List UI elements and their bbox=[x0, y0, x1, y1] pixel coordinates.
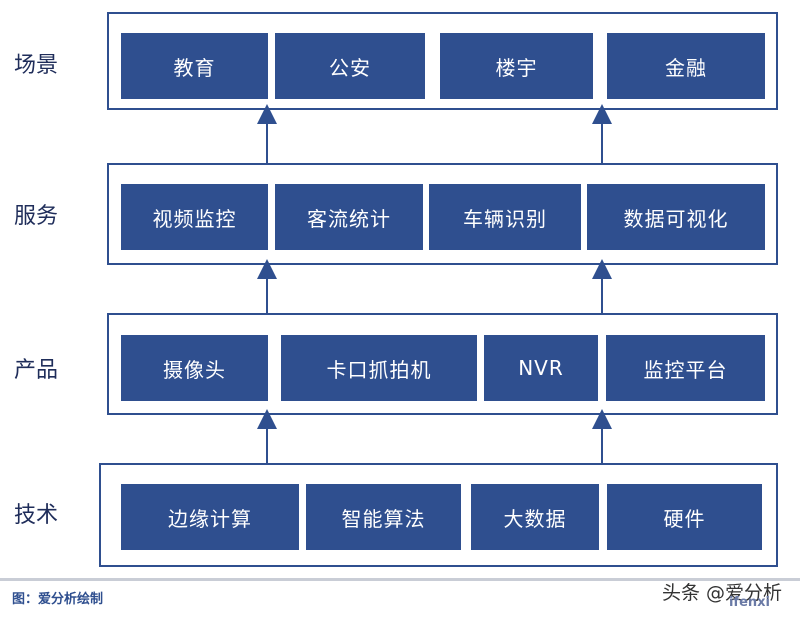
box-scene-2: 公安 bbox=[275, 33, 425, 99]
box-tech-4: 硬件 bbox=[607, 484, 762, 550]
box-product-2: 卡口抓拍机 bbox=[281, 335, 477, 401]
watermark-sub: ifenxi bbox=[728, 595, 770, 610]
box-service-1: 视频监控 bbox=[121, 184, 268, 250]
box-product-3: NVR bbox=[484, 335, 598, 401]
row-label-scene: 场景 bbox=[14, 53, 59, 78]
box-product-4: 监控平台 bbox=[606, 335, 765, 401]
box-scene-1: 教育 bbox=[121, 33, 268, 99]
row-label-tech: 技术 bbox=[14, 503, 59, 528]
panel-tech: 边缘计算 智能算法 大数据 硬件 bbox=[99, 463, 778, 567]
footer-divider bbox=[0, 578, 800, 581]
box-tech-2: 智能算法 bbox=[306, 484, 461, 550]
footer-note: 图：爱分析绘制 bbox=[12, 592, 104, 607]
row-label-product: 产品 bbox=[14, 358, 59, 383]
row-label-service: 服务 bbox=[14, 204, 59, 229]
box-service-4: 数据可视化 bbox=[587, 184, 765, 250]
box-scene-3: 楼宇 bbox=[440, 33, 593, 99]
panel-scene: 教育 公安 楼宇 金融 bbox=[107, 12, 778, 110]
box-product-1: 摄像头 bbox=[121, 335, 268, 401]
box-tech-1: 边缘计算 bbox=[121, 484, 299, 550]
box-tech-3: 大数据 bbox=[471, 484, 599, 550]
panel-service: 视频监控 客流统计 车辆识别 数据可视化 bbox=[107, 163, 778, 265]
box-scene-4: 金融 bbox=[607, 33, 765, 99]
box-service-3: 车辆识别 bbox=[429, 184, 581, 250]
box-service-2: 客流统计 bbox=[275, 184, 423, 250]
watermark: 头条 @爱分析 bbox=[661, 582, 782, 604]
panel-product: 摄像头 卡口抓拍机 NVR 监控平台 bbox=[107, 313, 778, 415]
